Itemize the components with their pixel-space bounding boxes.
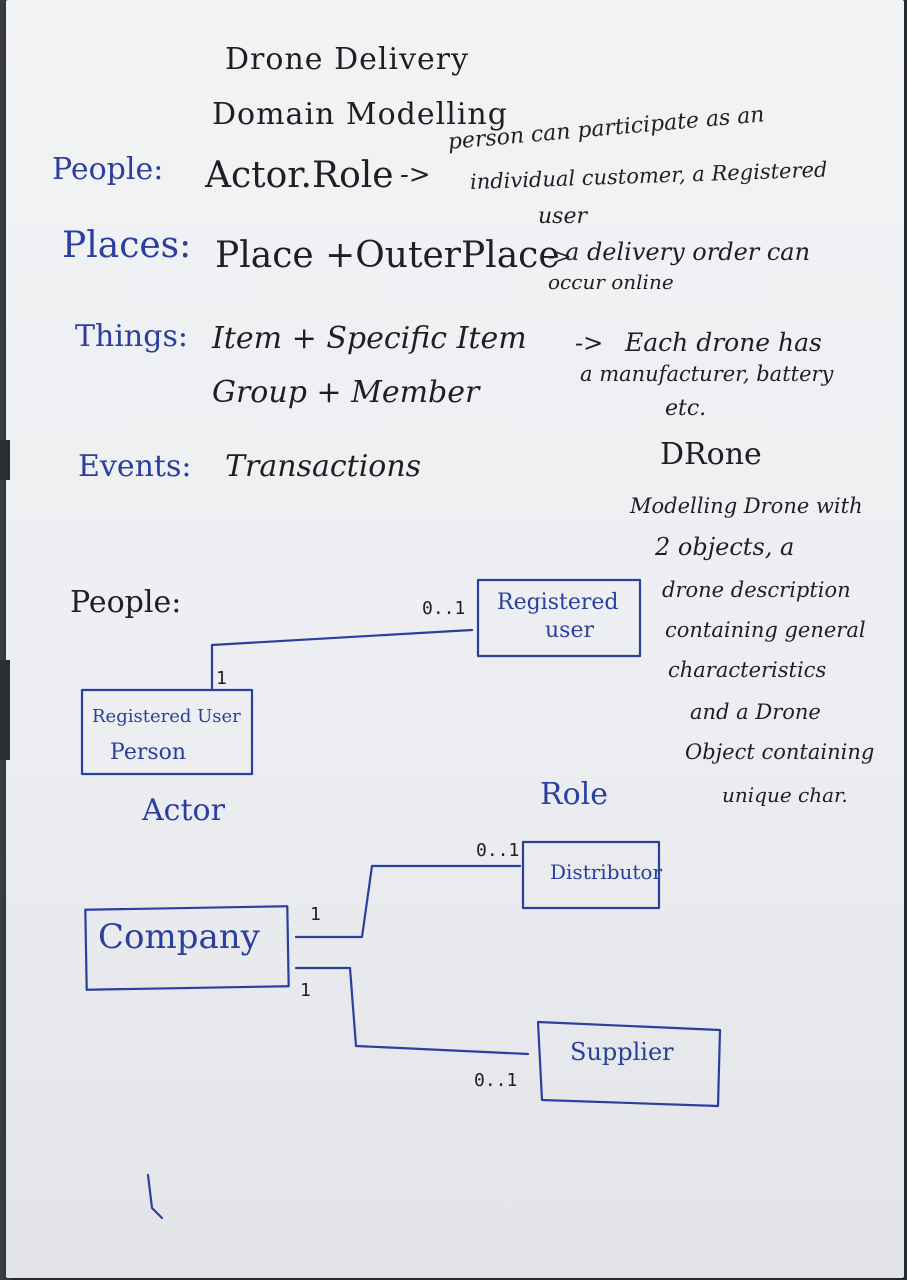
drone-note-line-1: Modelling Drone with <box>630 494 863 518</box>
drone-note-line-8: unique char. <box>722 783 848 807</box>
places-category-label: Places: <box>62 225 192 266</box>
people-content: Actor.Role <box>205 155 394 196</box>
drone-note-line-2: 2 objects, a <box>655 533 795 561</box>
actor-box-line-1: Registered User <box>92 706 241 727</box>
drone-note-line-4: containing general <box>665 618 866 642</box>
company-box <box>84 905 290 991</box>
pen-mark <box>146 1173 164 1220</box>
events-content: Transactions <box>225 449 422 484</box>
things-note-line-3: etc. <box>665 396 707 421</box>
people-category-label: People: <box>52 152 164 187</box>
title-line-2: Domain Modelling <box>212 97 508 132</box>
things-note-line-2: a manufacturer, battery <box>580 362 834 386</box>
drone-note-heading: DRone <box>660 437 762 472</box>
role-box-line-1: Registered <box>497 590 619 615</box>
role-box-registered-user <box>476 578 642 658</box>
people-note-line-3: user <box>538 204 587 229</box>
company-box-label: Company <box>98 917 260 957</box>
actor-box-person <box>80 688 254 776</box>
company-supplier-connector <box>294 966 530 1056</box>
company-multiplicity-bottom: 1 <box>300 980 311 1001</box>
things-content-1: Item + Specific Item <box>212 321 527 356</box>
role-box-line-2: user <box>545 618 594 643</box>
drone-note-line-7: Object containing <box>685 740 875 764</box>
flipchart-paper <box>6 0 904 1278</box>
distributor-multiplicity: 0..1 <box>476 840 520 861</box>
role-multiplicity: 0..1 <box>422 598 466 619</box>
people-arrow-icon: -> <box>400 160 431 190</box>
drone-note-line-6: and a Drone <box>690 700 821 724</box>
things-category-label: Things: <box>75 319 188 354</box>
actor-box-line-2: Person <box>110 740 187 765</box>
events-category-label: Events: <box>78 449 192 484</box>
supplier-box <box>536 1020 722 1108</box>
places-content: Place +OuterPlace <box>215 235 560 276</box>
role-label: Role <box>540 777 608 812</box>
actor-role-connector <box>210 628 474 692</box>
places-note-line-2: occur online <box>548 270 674 294</box>
supplier-multiplicity: 0..1 <box>474 1070 518 1091</box>
company-distributor-connector <box>294 864 522 939</box>
places-note-line-1: a delivery order can <box>565 238 811 266</box>
things-content-2: Group + Member <box>212 375 480 410</box>
distributor-box-label: Distributor <box>550 860 663 884</box>
things-note-line-1: Each drone has <box>625 328 822 357</box>
drone-note-line-3: drone description <box>662 578 851 602</box>
things-arrow-icon: -> <box>575 329 604 357</box>
people-diagram-heading: People: <box>70 585 182 620</box>
actor-multiplicity: 1 <box>216 668 227 689</box>
title-line-1: Drone Delivery <box>225 42 470 77</box>
company-multiplicity-top: 1 <box>310 904 321 925</box>
actor-label: Actor <box>142 793 225 828</box>
distributor-box <box>521 840 661 910</box>
places-arrow-icon: -> <box>548 244 572 268</box>
drone-note-line-5: characteristics <box>668 658 827 682</box>
supplier-box-label: Supplier <box>570 1038 674 1066</box>
